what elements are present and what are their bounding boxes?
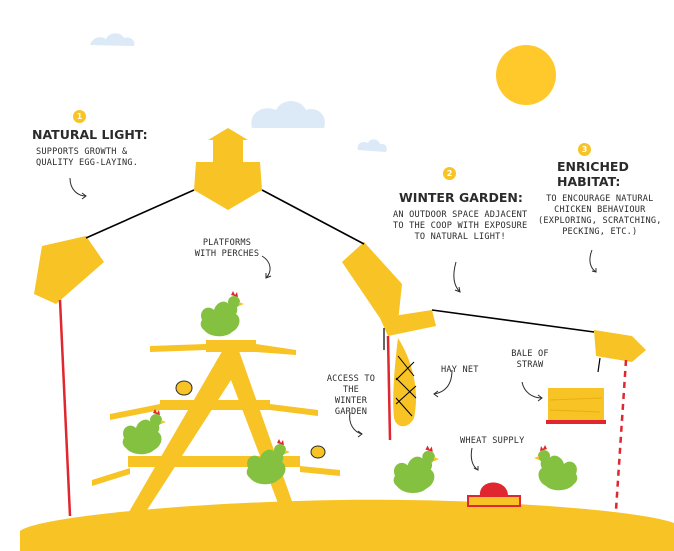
winter-garden-text: AN OUTDOOR SPACE ADJACENT TO THE COOP WI…: [393, 210, 528, 242]
sun-icon: [496, 45, 556, 105]
hay-net-label: HAY NET: [441, 365, 479, 375]
step-number-3: 3: [578, 143, 591, 156]
hay-net: [393, 338, 417, 427]
cloud-icon: [90, 33, 135, 46]
perch-frame: [92, 340, 340, 524]
step-number-1: 1: [73, 110, 86, 123]
ground: [20, 499, 674, 551]
wheat-supply-label: WHEAT SUPPLY: [460, 436, 525, 446]
cloud-icon: [357, 139, 387, 152]
enriched-habitat-text: TO ENCOURAGE NATURAL CHICKEN BEHAVIOUR (…: [538, 194, 662, 237]
natural-light-title: NATURAL LIGHT:: [32, 127, 148, 142]
pointer-arrows: [69, 177, 597, 471]
straw-bale: [546, 388, 606, 424]
enriched-habitat-title: ENRICHED HABITAT:: [557, 159, 629, 189]
bale-label: BALE OF STRAW: [511, 349, 549, 370]
coop-roof: [34, 128, 646, 373]
access-label: ACCESS TO THE WINTER GARDEN: [326, 374, 376, 417]
clouds: [90, 33, 387, 152]
winter-garden-title: WINTER GARDEN:: [399, 190, 523, 205]
cloud-icon: [251, 101, 325, 128]
wheat-feeder: [467, 482, 521, 507]
natural-light-text: SUPPORTS GROWTH & QUALITY EGG-LAYING.: [36, 147, 139, 168]
step-number-2: 2: [443, 167, 456, 180]
platforms-label: PLATFORMS WITH PERCHES: [194, 238, 260, 259]
